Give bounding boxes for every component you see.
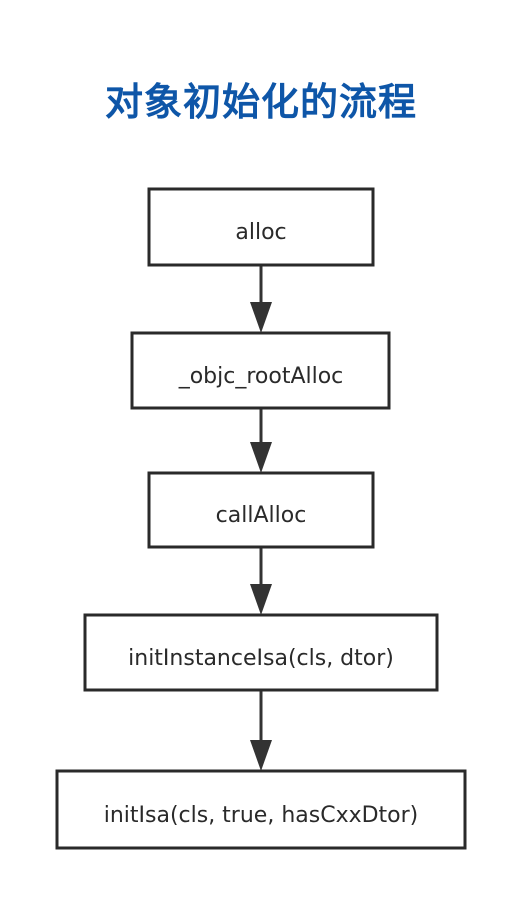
node-label: alloc — [235, 220, 286, 245]
node-label: _objc_rootAlloc — [178, 364, 344, 389]
node-init-isa: initIsa(cls, true, hasCxxDtor) — [55, 769, 467, 850]
diagram-title: 对象初始化的流程 — [104, 80, 417, 124]
node-label: initIsa(cls, true, hasCxxDtor) — [104, 803, 419, 828]
node-box — [147, 187, 375, 267]
arrowhead — [250, 302, 272, 333]
edge-init-instance-isa-to-init-isa — [250, 690, 272, 771]
edge-alloc-to-objc-root-alloc — [250, 265, 272, 333]
node-box — [83, 613, 439, 692]
node-label: callAlloc — [216, 503, 307, 528]
node-label: initInstanceIsa(cls, dtor) — [128, 646, 394, 671]
arrowhead — [250, 584, 272, 615]
node-alloc: alloc — [147, 187, 375, 267]
edge-objc-root-alloc-to-call-alloc — [250, 408, 272, 473]
node-box — [55, 769, 467, 850]
node-init-instance-isa: initInstanceIsa(cls, dtor) — [83, 613, 439, 692]
node-box — [130, 331, 391, 410]
edge-call-alloc-to-init-instance-isa — [250, 547, 272, 615]
node-call-alloc: callAlloc — [147, 471, 375, 549]
node-box — [147, 471, 375, 549]
node-objc-root-alloc: _objc_rootAlloc — [130, 331, 391, 410]
arrowhead — [250, 740, 272, 771]
arrowhead — [250, 442, 272, 473]
